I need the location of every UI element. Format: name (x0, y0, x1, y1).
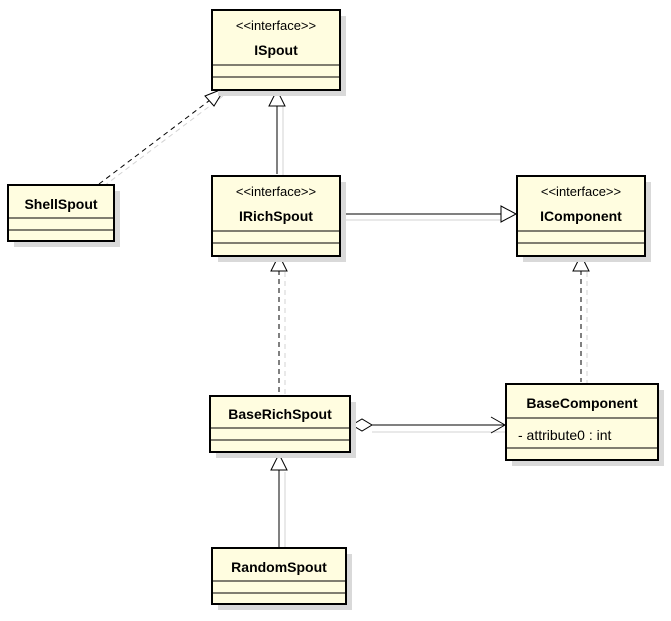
class-name: RandomSpout (231, 559, 327, 575)
stereotype-label: <<interface>> (236, 18, 316, 33)
class-icomponent[interactable]: <<interface>> IComponent (516, 175, 651, 262)
edge-basecomponent-icomponent (572, 253, 590, 384)
class-name: IComponent (540, 208, 622, 224)
generalization-arrowhead (268, 88, 286, 107)
stereotype-label: <<interface>> (236, 184, 316, 199)
attribute-row: - attribute0 : int (518, 427, 611, 443)
class-ispout[interactable]: <<interface>> ISpout (211, 9, 346, 96)
class-name: IRichSpout (239, 208, 313, 224)
realization-arrowhead (270, 253, 288, 272)
class-randomspout[interactable]: RandomSpout (211, 547, 352, 610)
edge-randomspout-baserichspout (270, 452, 288, 550)
class-name: ShellSpout (24, 196, 97, 212)
edge-irichspout-ispout (268, 88, 286, 176)
class-name: BaseComponent (526, 395, 638, 411)
realization-arrowhead (572, 253, 590, 272)
generalization-arrowhead (500, 205, 518, 223)
stereotype-label: <<interface>> (541, 184, 621, 199)
generalization-arrowhead (270, 452, 288, 471)
class-name: BaseRichSpout (228, 406, 332, 422)
edge-shellspout-ispout (98, 86, 227, 187)
class-shellspout[interactable]: ShellSpout (7, 184, 120, 247)
edge-irichspout-icomponent (342, 205, 518, 223)
aggregation-diamond (351, 418, 373, 432)
class-baserichspout[interactable]: BaseRichSpout (209, 395, 356, 458)
edge-baserichspout-irichspout (270, 253, 288, 396)
edge-baserichspout-basecomponent (351, 416, 507, 434)
class-name: ISpout (254, 42, 298, 58)
class-irichspout[interactable]: <<interface>> IRichSpout (211, 175, 346, 262)
class-basecomponent[interactable]: BaseComponent - attribute0 : int (505, 383, 664, 466)
